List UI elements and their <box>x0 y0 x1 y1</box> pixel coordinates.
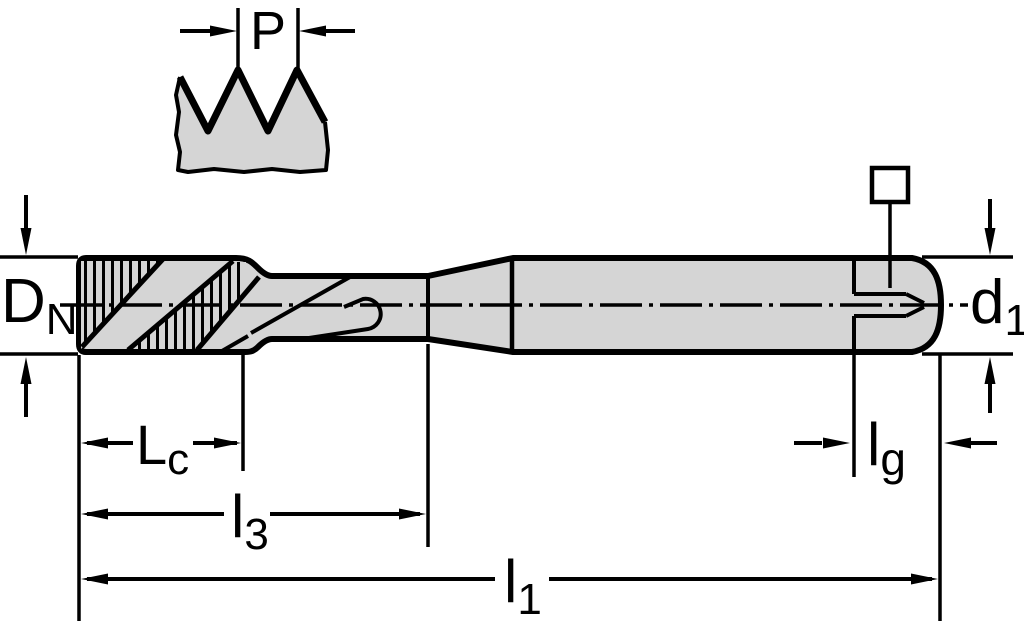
flute-edge-line <box>195 275 261 352</box>
dim-thread-length: Lc <box>81 355 245 484</box>
thread-profile-crests <box>176 66 329 135</box>
arrowhead-left-icon <box>944 437 971 449</box>
dim-shank-diameter: d1 <box>922 199 1024 413</box>
pitch-label: P <box>250 1 286 61</box>
flute-edge-line <box>221 334 249 353</box>
arrowhead-left-icon <box>81 437 108 449</box>
chamfer-point-line <box>905 292 925 305</box>
thread-profile-detail: P <box>174 1 355 174</box>
dim-square-length: lg <box>794 355 997 485</box>
thread-profile-break-edge <box>174 76 330 174</box>
square-drive-icon <box>869 165 911 205</box>
flute-runout-loop <box>308 296 383 340</box>
arrowhead-right-icon <box>399 508 426 520</box>
overall-length-label: l1 <box>504 548 542 624</box>
arrowhead-left-icon <box>81 508 108 520</box>
arrowhead-up-icon <box>20 357 32 384</box>
neck-length-label: l3 <box>231 483 269 559</box>
arrowhead-right-icon <box>214 437 241 449</box>
dim-neck-length: l3 <box>81 344 430 559</box>
shank-diameter-label: d1 <box>970 268 1024 345</box>
nominal-diameter-label: DN <box>1 267 78 344</box>
arrowhead-left-icon <box>81 573 108 585</box>
arrowhead-right-icon <box>911 573 938 585</box>
square-length-label: lg <box>867 411 906 485</box>
flute-edge-line <box>80 257 165 349</box>
arrowhead-down-icon <box>984 228 996 255</box>
thread-profile-shape <box>176 70 328 172</box>
dim-pitch: P <box>180 1 355 68</box>
arrowhead-right-icon <box>210 25 237 37</box>
arrowhead-left-icon <box>299 25 326 37</box>
square-drive-callout <box>869 165 911 288</box>
thread-length-label: Lc <box>136 413 189 484</box>
arrowhead-down-icon <box>20 228 32 255</box>
tap-body <box>60 165 968 356</box>
arrowhead-up-icon <box>984 357 996 384</box>
square-drive-section <box>852 261 925 349</box>
arrowhead-right-icon <box>823 437 850 449</box>
dim-overall-length: l1 <box>77 355 942 624</box>
dim-nominal-diameter: DN <box>0 195 78 417</box>
chamfer-point-line <box>905 305 925 318</box>
